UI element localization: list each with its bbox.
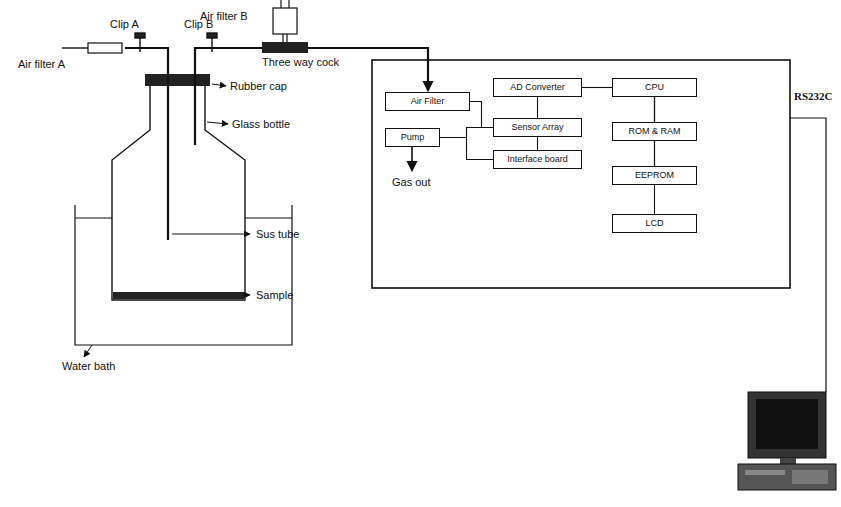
clip-a [135,33,145,52]
air-filter-a [62,43,122,53]
component-box: AD Converter [493,78,582,97]
component-box: CPU [612,78,697,97]
component-box: LCD [612,214,697,233]
box-label: CPU [617,82,692,93]
part-label: Clip A [110,18,139,31]
inlet-arrow [427,60,429,91]
signal-wire [470,102,493,128]
component-box: ROM & RAM [612,122,697,141]
box-label: EEPROM [617,170,692,181]
box-label: Pump [390,132,435,143]
leader-lines [84,84,250,357]
part-label: Rubber cap [230,80,287,93]
component-box: Interface board [493,150,582,169]
component-box: Sensor Array [493,118,582,137]
box-label: Air Filter [390,96,465,107]
rubber-cap [145,74,210,86]
part-label: RS232C [794,90,833,103]
part-label: Air filter A [18,58,65,71]
sus-tubes [125,48,428,240]
signal-wire [582,87,612,88]
part-label: Clip B [184,18,213,31]
air-filter-b [273,0,297,42]
clip-b [207,33,217,52]
part-label: Glass bottle [232,118,290,131]
signal-wire [440,128,493,138]
component-box: Pump [385,128,440,147]
part-label: Sus tube [256,228,299,241]
signal-wire [537,97,538,118]
signal-wire [654,97,655,214]
sample-layer [113,292,244,299]
part-label: Sample [256,289,293,302]
rs232c-cable [790,118,826,392]
glass-bottle [112,86,245,300]
box-label: Interface board [498,154,577,165]
box-label: AD Converter [498,82,577,93]
component-box: EEPROM [612,166,697,185]
three-way-cock [262,42,308,53]
part-label: Water bath [62,360,115,373]
gas-out-arrow [411,146,413,171]
box-label: LCD [617,218,692,229]
box-label: ROM & RAM [617,126,692,137]
part-label: Gas out [392,176,431,189]
signal-wire [440,138,493,160]
instrument-housing [372,60,790,288]
box-label: Sensor Array [498,122,577,133]
part-label: Three way cock [262,56,339,69]
component-box: Air Filter [385,92,470,111]
signal-wire [537,137,538,150]
computer-icon [738,392,836,490]
